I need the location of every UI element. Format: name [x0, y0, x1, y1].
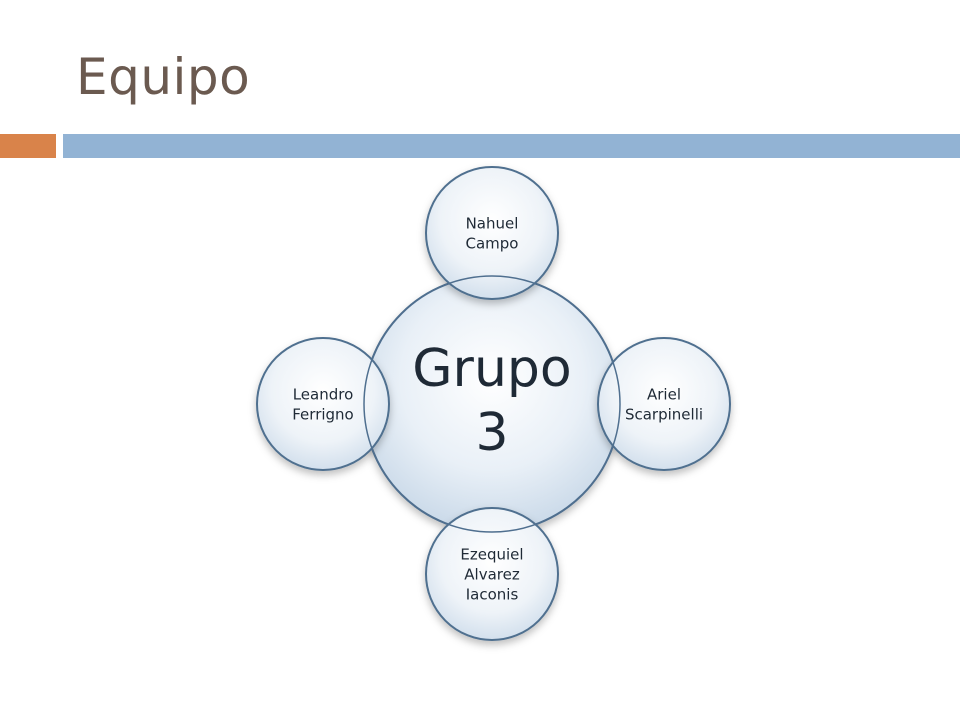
satellite-node-bottom-label-line-1: Ezequiel: [460, 545, 523, 563]
satellite-node-bottom-label-line-2: Alvarez: [464, 565, 520, 583]
title-accent-bar-blue: [63, 134, 960, 158]
satellite-node-top-circle: [425, 166, 559, 300]
center-node-outline: [363, 275, 621, 533]
satellite-node-bottom-label-line-3: Iaconis: [466, 585, 519, 603]
satellite-node-left-label-line-2: Ferrigno: [292, 405, 353, 423]
slide-title: Equipo: [76, 48, 251, 106]
satellite-node-left-label-line-1: Leandro: [293, 385, 354, 403]
satellite-node-top-label-line-2: Campo: [466, 234, 519, 252]
satellite-node-right-label-line-2: Scarpinelli: [625, 405, 703, 423]
satellite-node-left-circle: [256, 337, 390, 471]
center-node-label-line-1: Grupo: [412, 339, 571, 399]
satellite-node-bottom-circle: [425, 507, 559, 641]
satellite-node-right-circle: [597, 337, 731, 471]
satellite-node-right-label-line-1: Ariel: [647, 385, 681, 403]
center-node-label-line-2: 3: [475, 403, 508, 463]
title-accent-bar-orange: [0, 134, 56, 158]
satellite-node-top-label-line-1: Nahuel: [466, 214, 519, 232]
